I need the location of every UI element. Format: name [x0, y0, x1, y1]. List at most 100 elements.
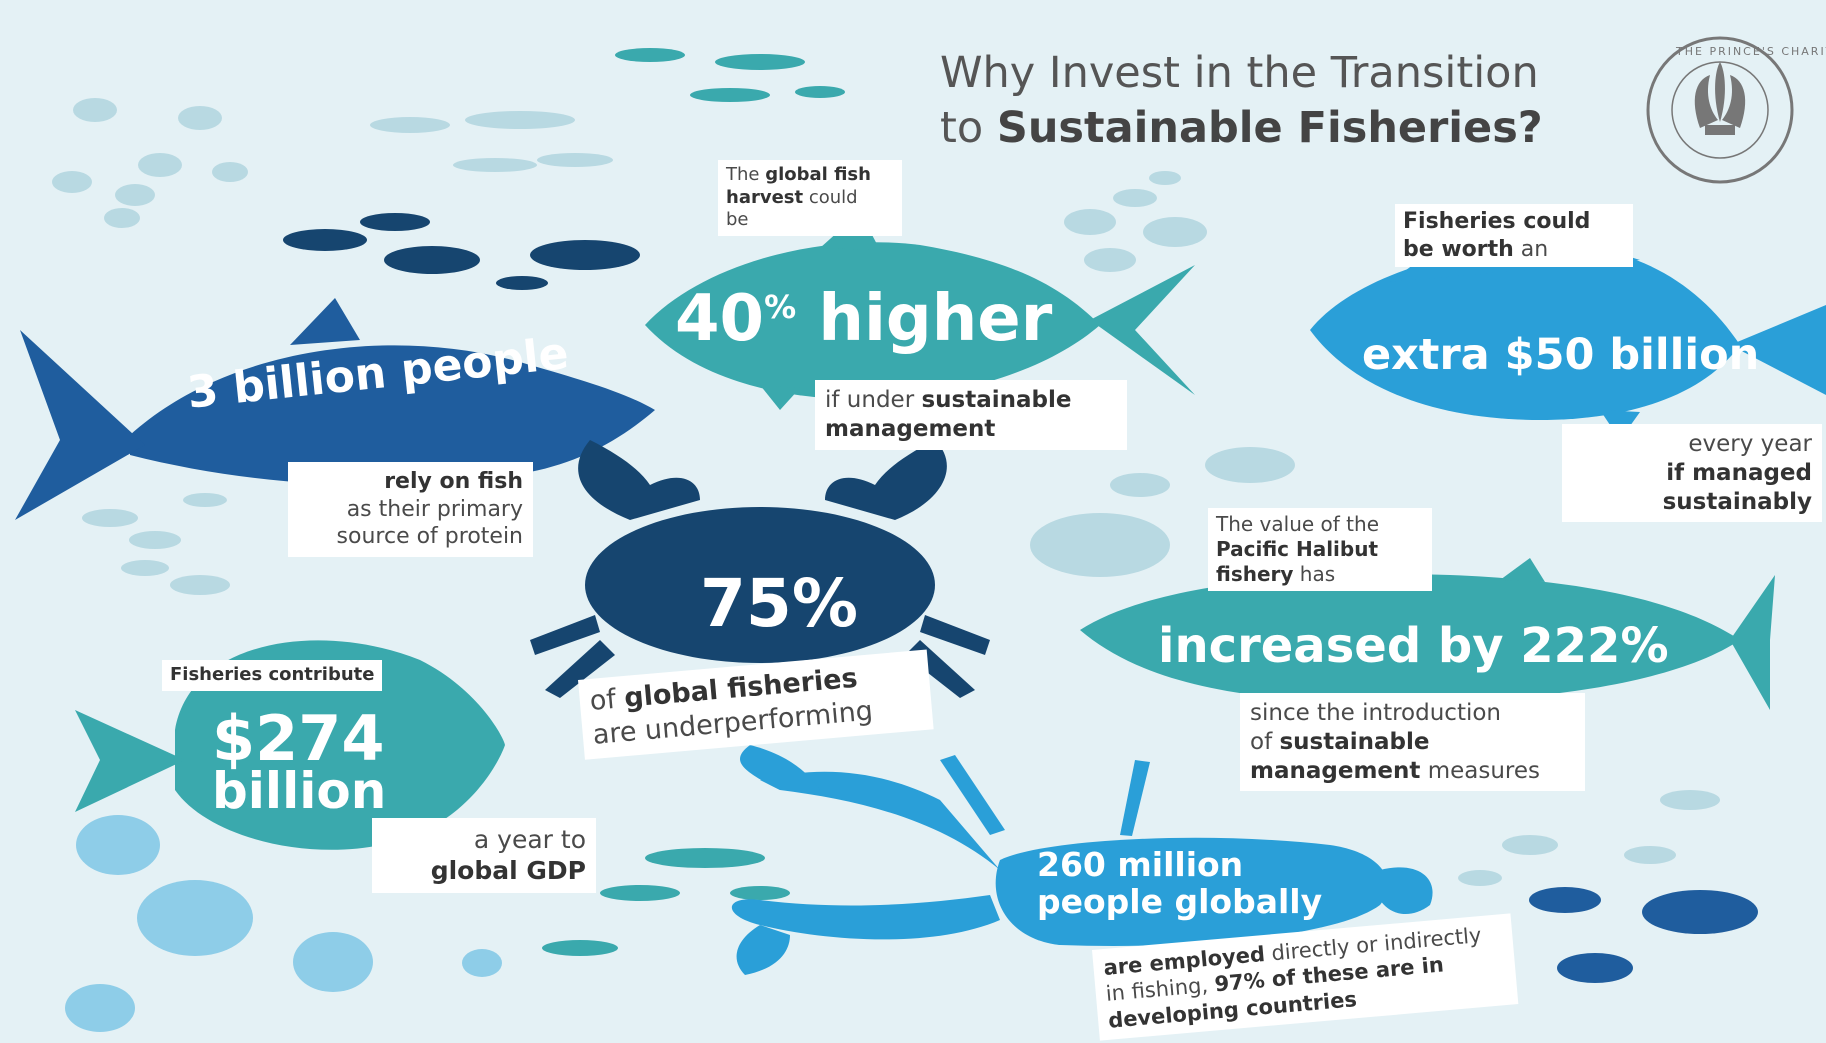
fact-harvest-pre1: The — [726, 164, 766, 185]
fact-halibut-after3-bold: management — [1250, 757, 1421, 784]
fact-harvest-post2: could — [803, 186, 858, 208]
fact-halibut-after2: of sustainable — [1250, 728, 1575, 757]
title-prefix: to — [940, 103, 997, 153]
fact-gdp-label-card: Fisheries contribute — [162, 660, 383, 691]
fact-harvest-intro-card: The global fish harvest could be — [718, 160, 902, 236]
small-fish-icon — [542, 940, 618, 956]
page-title-line1: Why Invest in the Transition — [940, 48, 1539, 98]
small-fish-icon — [615, 48, 685, 62]
small-fish-icon — [453, 158, 537, 172]
fact-halibut-after3: management measures — [1250, 757, 1575, 786]
small-fish-icon — [690, 88, 770, 102]
fact-harvest-after-card: if under sustainable management — [815, 380, 1127, 450]
fact-worth-line2: be worth an — [1403, 236, 1625, 264]
navy-fish-school — [283, 213, 640, 290]
blue-fish-school — [1529, 887, 1758, 983]
title-bold: Sustainable Fisheries? — [996, 103, 1543, 153]
fact-halibut-bold2: Pacific Halibut — [1216, 537, 1379, 561]
fact-employment-big2: people globally — [1037, 882, 1323, 921]
small-fish-icon — [115, 184, 155, 206]
flatfish-icon — [65, 984, 135, 1032]
fact-people-line3: source of protein — [336, 524, 523, 549]
fact-gdp-label: Fisheries contribute — [170, 664, 375, 685]
fact-halibut-after1: since the introduction — [1250, 700, 1502, 726]
fact-halibut-intro-card: The value of the Pacific Halibut fishery… — [1208, 508, 1432, 591]
small-fish-icon — [1064, 209, 1116, 235]
small-fish-icon — [370, 117, 450, 133]
small-fish-icon — [795, 86, 845, 98]
fact-harvest-big: 40% higher — [675, 282, 1052, 356]
small-fish-icon — [715, 54, 805, 70]
fact-worth-bold2: be worth — [1403, 236, 1514, 262]
small-fish-icon — [129, 531, 181, 549]
small-fish-icon — [52, 171, 92, 193]
fact-halibut-post3: has — [1293, 562, 1336, 586]
fact-harvest-line3: be — [726, 209, 749, 230]
fact-halibut-after2-prefix: of — [1250, 728, 1280, 755]
fact-harvest-bold2: harvest — [726, 186, 804, 208]
fact-harvest-line1: The global fish — [726, 164, 894, 187]
small-fish-icon — [178, 106, 222, 130]
small-fish-icon — [212, 162, 248, 182]
small-fish-icon — [1642, 890, 1758, 934]
fact-worth-line-a: every year — [1688, 431, 1812, 457]
small-fish-icon — [530, 240, 640, 270]
flatfish-icon — [293, 932, 373, 992]
fact-gdp-big1: $274 — [212, 702, 385, 775]
small-fish-icon — [1502, 835, 1558, 855]
fact-gdp-after-card: a year to global GDP — [372, 818, 596, 893]
fact-worth-bold-b: if managed — [1666, 459, 1812, 486]
small-fish-icon — [600, 885, 680, 901]
fact-harvest-after1-prefix: if under — [825, 387, 922, 413]
small-fish-icon — [170, 575, 230, 595]
fact-people-line2: as their primary — [346, 496, 523, 522]
small-fish-icon — [1205, 447, 1295, 483]
flatfish-icon — [137, 880, 253, 956]
fact-gdp-line1: a year to — [473, 825, 586, 854]
small-fish-icon — [1113, 189, 1157, 207]
small-fish-icon — [537, 153, 613, 167]
fact-harvest-word: higher — [818, 282, 1053, 356]
teal-fish-school — [542, 48, 845, 956]
fact-harvest-after1-bold: sustainable — [921, 387, 1072, 413]
small-fish-icon — [730, 886, 790, 900]
fact-gdp-big2: billion — [212, 762, 387, 820]
small-fish-icon — [1660, 790, 1720, 810]
small-fish-icon — [1110, 473, 1170, 497]
fact-people-card: rely on fish as their primary source of … — [288, 462, 533, 557]
logo-text: THE PRINCE'S CHARITIES — [1676, 45, 1826, 58]
fact-worth-after-card: every year if managed sustainably — [1562, 424, 1822, 523]
fact-halibut-after-card: since the introduction of sustainable ma… — [1240, 693, 1585, 792]
fact-harvest-after1: if under sustainable — [825, 386, 1117, 415]
small-fish-icon — [1557, 953, 1633, 983]
small-fish-icon — [283, 229, 367, 251]
background-fish-group — [52, 98, 1720, 886]
fact-harvest-bold1: global fish — [765, 164, 871, 185]
small-fish-icon — [1143, 217, 1207, 247]
fact-halibut-after2-bold: sustainable — [1279, 728, 1430, 755]
fact-employment-big1: 260 million — [1037, 845, 1244, 884]
fact-worth-big: extra $50 billion — [1362, 330, 1760, 380]
small-fish-icon — [360, 213, 430, 231]
fact-harvest-percent: % — [764, 288, 797, 326]
small-fish-icon — [1458, 870, 1502, 886]
large-fish-274-billion — [75, 640, 505, 850]
fact-harvest-line2: harvest could — [726, 187, 894, 210]
fact-harvest-after2: management — [825, 415, 996, 442]
small-fish-icon — [465, 111, 575, 129]
fact-worth-post2: an — [1513, 236, 1549, 262]
fact-people-bold: rely on fish — [384, 469, 523, 494]
small-fish-icon — [1624, 846, 1676, 864]
small-fish-icon — [138, 153, 182, 177]
fact-worth-bold1: Fisheries could — [1403, 209, 1591, 234]
small-fish-icon — [82, 509, 138, 527]
fact-underperforming-prefix: of — [588, 683, 626, 717]
small-fish-icon — [104, 208, 140, 228]
small-fish-icon — [121, 560, 169, 576]
small-fish-icon — [183, 493, 227, 507]
fact-halibut-line1: The value of the — [1216, 512, 1379, 536]
flatfish-icon — [76, 815, 160, 875]
prince-of-wales-feathers-icon — [1694, 75, 1718, 128]
small-fish-icon — [1149, 171, 1181, 185]
